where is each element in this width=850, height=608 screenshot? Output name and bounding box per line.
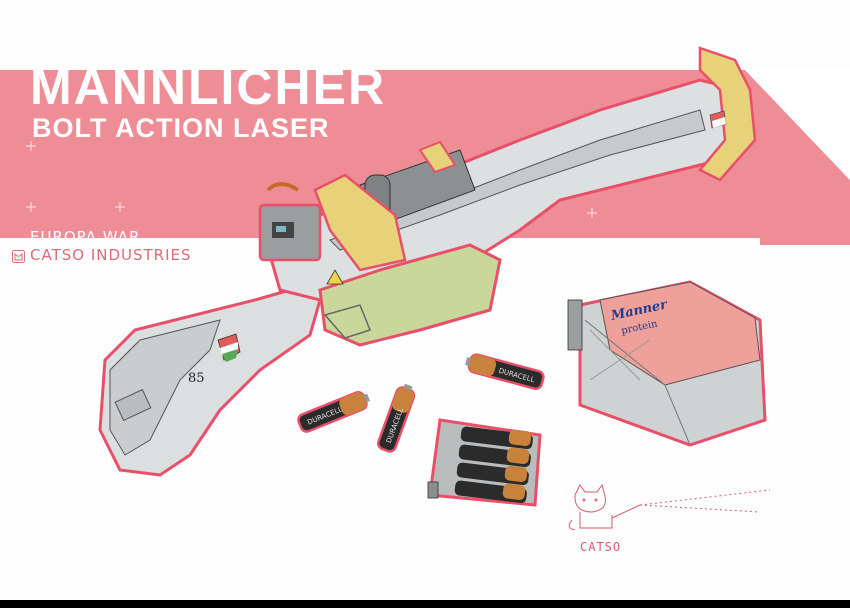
bottom-border [0,600,850,608]
stock-number: 85 [188,371,205,386]
battery-1: DURACELL [297,390,371,433]
artist-signature: CATSO [580,540,622,554]
battery-3: DURACELL [465,353,545,391]
setting-tag: EUROPA WAR [30,228,141,246]
battery-2: DURACELL [376,383,416,453]
page-title: MANNLICHER [30,59,387,115]
page-subtitle: BOLT ACTION LASER [32,113,330,143]
ammo-box [567,280,767,447]
rifle-receiver [258,46,757,347]
company-name: CATSO INDUSTRIES [30,246,192,264]
cat-doodle-icon [568,483,771,531]
rifle-stock [98,288,322,477]
banner-notch [745,70,850,180]
cat-logo-icon [12,250,25,263]
battery-magazine [427,418,542,507]
